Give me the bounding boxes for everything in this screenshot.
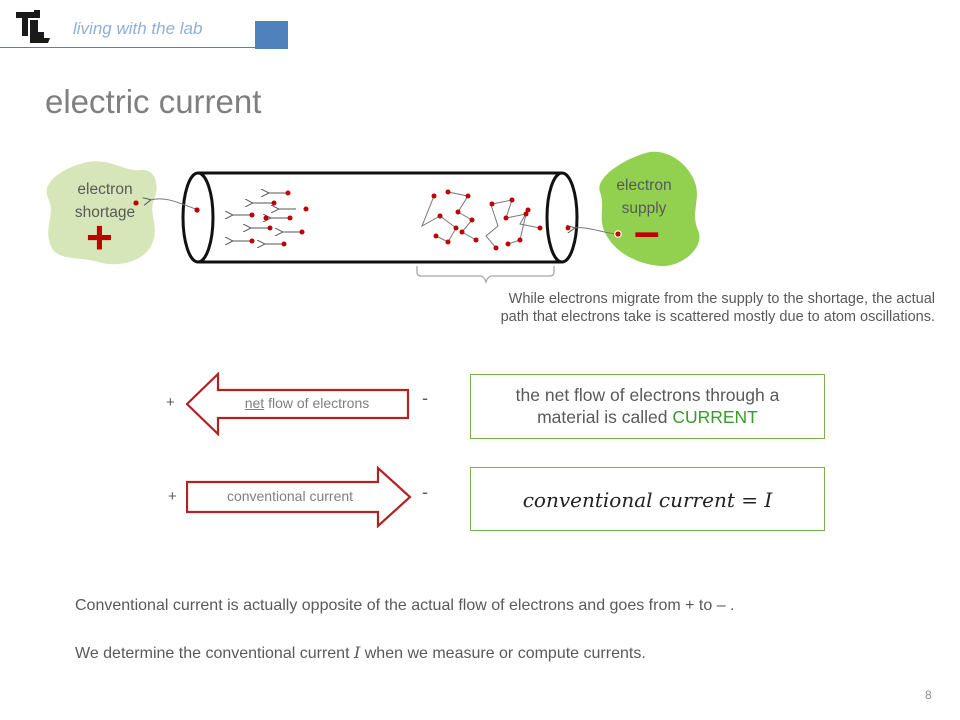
- current-keyword: CURRENT: [672, 407, 758, 427]
- net-flow-label: net flow of electrons: [244, 395, 370, 411]
- note-line-2: We determine the conventional current I …: [75, 643, 646, 662]
- wire-tube: [198, 171, 562, 264]
- supply-minus-sign: –: [634, 205, 660, 257]
- conventional-minus: -: [422, 482, 428, 502]
- scatter-caption: While electrons migrate from the supply …: [500, 291, 935, 325]
- university-logo: [16, 10, 50, 43]
- header-divider: [0, 47, 256, 48]
- conventional-equation-box: conventional current = I: [470, 467, 825, 531]
- page-number: 8: [925, 688, 932, 702]
- wire-right-end: [545, 171, 579, 264]
- net-flow-minus: -: [422, 388, 428, 408]
- current-definition-box: the net flow of electrons through a mate…: [470, 374, 825, 439]
- conventional-current-label: conventional current: [226, 488, 354, 504]
- electron-shortage-label: electron shortage: [74, 181, 136, 221]
- wire-left-end: [181, 171, 215, 264]
- brace: [416, 266, 555, 285]
- electron-supply-blob: [599, 151, 700, 267]
- electron-supply-label: electron supply: [616, 177, 672, 217]
- note-line-1: Conventional current is actually opposit…: [75, 597, 735, 614]
- net-flow-arrow: [186, 372, 410, 436]
- electron-shortage-blob: [46, 161, 157, 265]
- conventional-plus: +: [168, 488, 177, 505]
- net-flow-plus: +: [166, 394, 175, 411]
- header-tagline: living with the lab: [73, 19, 203, 38]
- current-diagram: [46, 151, 700, 285]
- slide-title: electric current: [45, 83, 262, 120]
- header-accent-box: [255, 21, 288, 49]
- shortage-plus-sign: +: [86, 211, 113, 263]
- conventional-current-arrow: [186, 466, 412, 528]
